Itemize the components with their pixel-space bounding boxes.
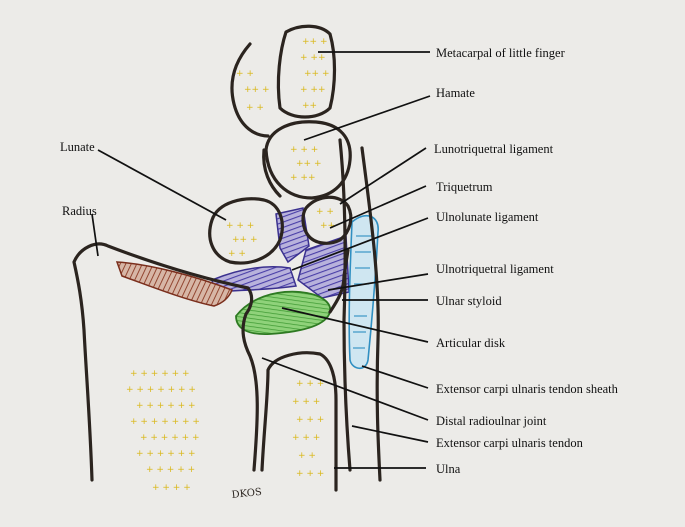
label-hamate: Hamate — [436, 86, 475, 100]
svg-text:+ + +: + + + — [292, 397, 320, 407]
svg-text:+ ++: + ++ — [300, 53, 325, 63]
triquetrum-outline — [301, 195, 353, 245]
signature: DKOS — [231, 487, 262, 501]
svg-text:+ + + + + +: + + + + + + — [136, 401, 196, 411]
bone-marrow-dots: ++ ++ ++++ + + ++++ + +++ ++ + + + +++ +… — [126, 37, 335, 493]
lunate-outline — [208, 197, 284, 265]
svg-text:++ +: ++ + — [244, 85, 269, 95]
label-lunate: Lunate — [60, 140, 95, 154]
svg-text:+ +: + + — [246, 103, 264, 113]
svg-text:+ + + + + +: + + + + + + — [136, 449, 196, 459]
metacarpal-outline — [276, 24, 337, 119]
ecu-tendon-outline-2 — [360, 146, 382, 482]
svg-text:+ + + + + +: + + + + + + — [130, 369, 190, 379]
label-ulna: Ulna — [436, 462, 461, 476]
svg-text:++ +: ++ + — [302, 37, 327, 47]
ecu-tendon-outline — [338, 138, 352, 472]
label-metacarpal: Metacarpal of little finger — [436, 46, 565, 60]
svg-text:++ +: ++ + — [232, 235, 257, 245]
hamate-outline — [264, 120, 352, 200]
pronator-muscle-shape — [115, 261, 233, 307]
label-radius: Radius — [62, 204, 97, 218]
label-ulnolunate-ligament: Ulnolunate ligament — [436, 210, 539, 224]
svg-text:+ + +: + + + — [296, 469, 324, 479]
svg-text:+ ++: + ++ — [300, 85, 325, 95]
svg-text:+ + +: + + + — [296, 379, 324, 389]
svg-text:+ + + + + + +: + + + + + + + — [126, 385, 196, 395]
svg-text:+ ++: + ++ — [290, 173, 315, 183]
svg-text:+ + + + + +: + + + + + + — [140, 433, 200, 443]
svg-text:+ + +: + + + — [290, 145, 318, 155]
label-articular-disk: Articular disk — [436, 336, 506, 350]
label-ulnotriquetral-ligament: Ulnotriquetral ligament — [436, 262, 554, 276]
label-distal-radioulnar-joint: Distal radioulnar joint — [436, 414, 547, 428]
svg-text:+ + + + + + +: + + + + + + + — [130, 417, 200, 427]
svg-text:+ +: + + — [298, 451, 316, 461]
svg-text:+ +: + + — [316, 207, 334, 217]
label-triquetrum: Triquetrum — [436, 180, 493, 194]
ulna-outline — [260, 351, 338, 492]
label-lunotriquetral-ligament: Lunotriquetral ligament — [434, 142, 554, 156]
ecu-tendon-sheath-shape — [348, 214, 379, 370]
ulnotriquetral-ligament-shape — [297, 234, 350, 299]
svg-text:++: ++ — [302, 101, 317, 111]
capitate-edge — [262, 148, 282, 198]
svg-text:+ + +: + + + — [296, 415, 324, 425]
neighbour-metacarpal-outline — [230, 42, 270, 138]
radius-outline — [72, 242, 259, 482]
label-ulnar-styloid: Ulnar styloid — [436, 294, 502, 308]
svg-text:++: ++ — [320, 221, 335, 231]
label-ecu-tendon: Extensor carpi ulnaris tendon — [436, 436, 583, 450]
svg-text:+ + + +: + + + + — [152, 483, 191, 493]
svg-text:+ + + + +: + + + + + — [146, 465, 195, 475]
svg-text:++ +: ++ + — [304, 69, 329, 79]
svg-text:+ +: + + — [236, 69, 254, 79]
svg-text:+ +: + + — [228, 249, 246, 259]
svg-text:+ + +: + + + — [226, 221, 254, 231]
svg-text:++ +: ++ + — [296, 159, 321, 169]
label-ecu-tendon-sheath: Extensor carpi ulnaris tendon sheath — [436, 382, 618, 396]
leader-lines — [91, 51, 431, 469]
svg-text:+ + +: + + + — [292, 433, 320, 443]
